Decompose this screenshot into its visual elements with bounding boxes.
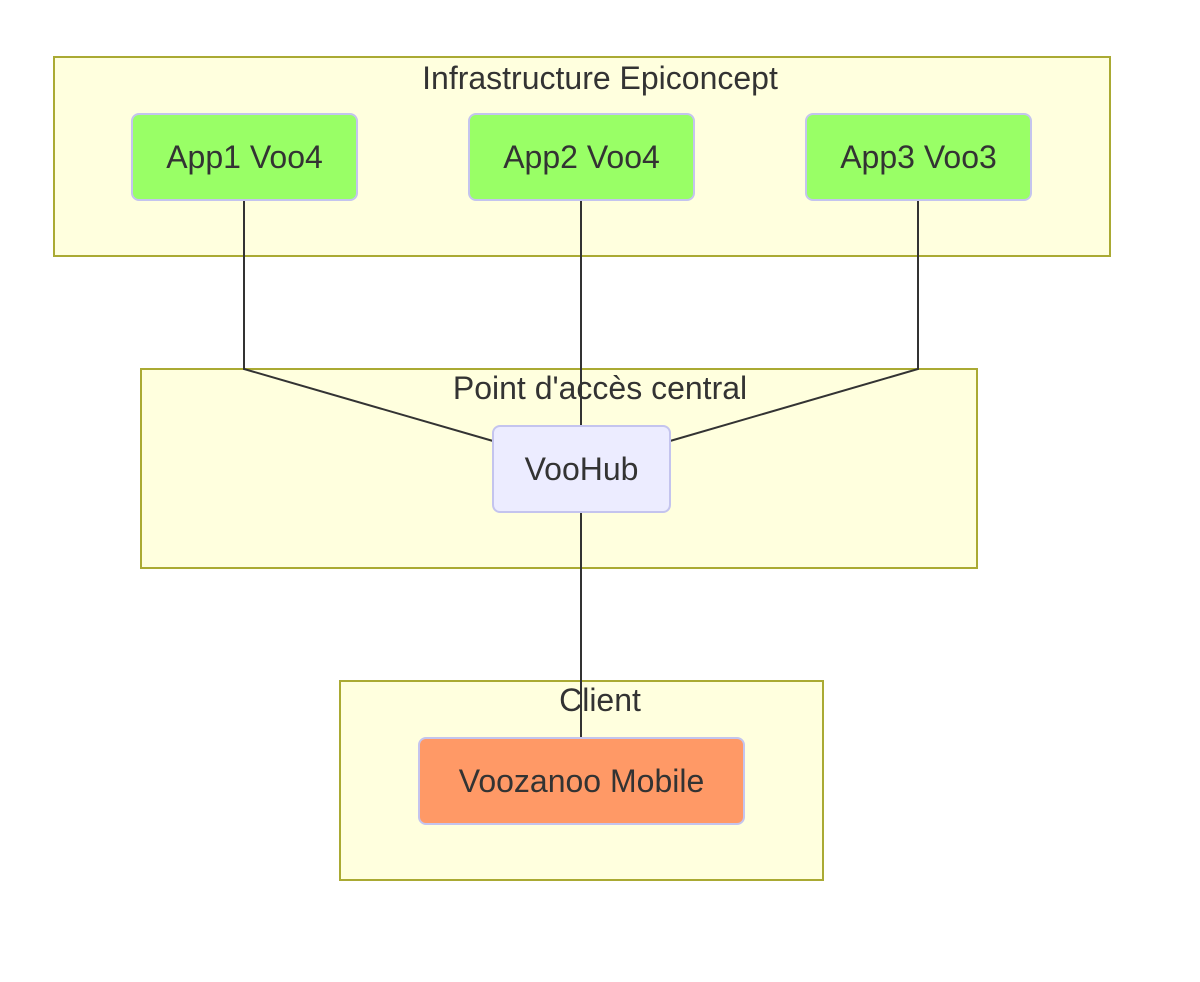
cluster-title-infrastructure: Infrastructure Epiconcept <box>422 60 778 96</box>
node-app2-voo4[interactable]: App2 Voo4 <box>468 113 695 201</box>
cluster-title-point-acces: Point d'accès central <box>452 370 748 406</box>
node-voozanoo-mobile[interactable]: Voozanoo Mobile <box>418 737 745 825</box>
node-app1-voo4[interactable]: App1 Voo4 <box>131 113 358 201</box>
edge-app3-to-hub <box>669 201 919 442</box>
node-voohub[interactable]: VooHub <box>492 425 671 513</box>
edge-app1-to-hub <box>243 201 494 442</box>
cluster-title-client: Client <box>559 682 641 718</box>
node-app3-voo3[interactable]: App3 Voo3 <box>805 113 1032 201</box>
